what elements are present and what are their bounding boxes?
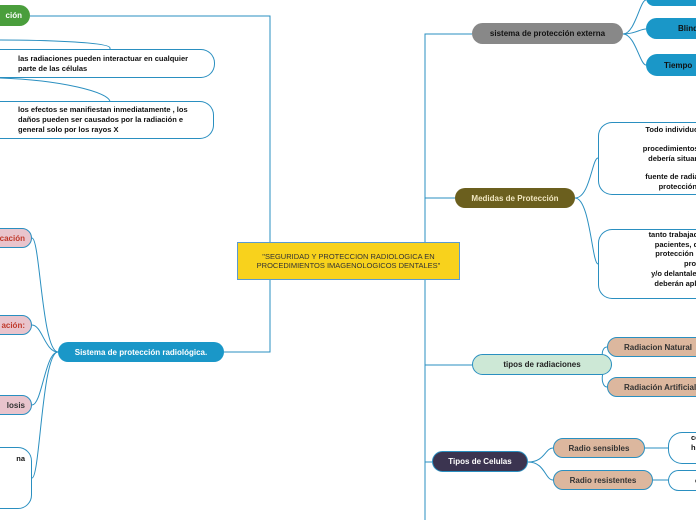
radiacion-natural-label: Radiacion Natural <box>624 342 693 352</box>
medidas-de-proteccion[interactable]: Medidas de Protección <box>455 188 575 208</box>
sistema-proteccion-radiologica[interactable]: Sistema de protección radiológica. <box>58 342 224 362</box>
externa-child-tiempo[interactable]: Tiempo <box>646 54 696 76</box>
radio-resistentes[interactable]: Radio resistentes <box>553 470 653 490</box>
left-top-child-1-text: las radiaciones pueden interactuar en cu… <box>18 53 189 73</box>
medidas-label: Medidas de Protección <box>471 193 559 203</box>
connector-top-child-2 <box>0 77 111 103</box>
connector-sistema-4 <box>31 351 59 479</box>
radiacion-artificial[interactable]: Radiación Artificial <box>607 377 696 397</box>
sistema-child-4[interactable]: na <box>0 447 32 509</box>
sensibles-detail-line-1: co <box>691 433 696 442</box>
radio-resistentes-label: Radio resistentes <box>569 475 637 485</box>
medidas-detail-2-line-3: protección radio <box>655 249 696 259</box>
tipos-radiaciones-label: tipos de radiaciones <box>503 360 581 369</box>
medidas-detail-2-line-2: pacientes, deber <box>654 239 696 249</box>
tiempo-label: Tiempo <box>664 60 693 70</box>
medidas-detail-2-line-4: protecto <box>684 259 696 269</box>
connector-celulas-2 <box>527 461 554 481</box>
externa-label: sistema de protección externa <box>489 29 606 38</box>
connector-left-trunk-top <box>30 15 271 262</box>
sistema-child-3-label: losis <box>6 400 25 410</box>
sistema-label: Sistema de protección radiológica. <box>74 347 208 357</box>
sistema-proteccion-externa[interactable]: sistema de protección externa <box>472 23 623 44</box>
medidas-detail-1-line-4: debería situarse al <box>648 153 696 163</box>
radio-sensibles[interactable]: Radio sensibles <box>553 438 645 458</box>
tipos-de-celulas[interactable]: Tipos de Celulas <box>432 451 528 472</box>
externa-child-blindaje[interactable]: Blindaje <box>646 18 696 39</box>
connector-externa-1 <box>622 0 647 35</box>
left-top-child-2[interactable]: los efectos se manifiestan inmediatament… <box>0 101 214 139</box>
sistema-child-1[interactable]: cación <box>0 228 32 248</box>
connector-medidas-1 <box>574 157 599 199</box>
root-topic-text: "SEGURIDAD Y PROTECCION RADIOLOGICA EN P… <box>256 251 441 270</box>
left-top-branch-label: ción <box>5 11 22 20</box>
sistema-child-3[interactable]: losis <box>0 395 32 415</box>
connector-celulas-1 <box>527 447 554 463</box>
medidas-detail-1[interactable]: Todo individuo que procedimientos con de… <box>598 122 696 195</box>
sistema-child-2[interactable]: ación: <box>0 315 32 335</box>
radio-sensibles-detail[interactable]: co h <box>668 432 696 464</box>
connector-externa-3 <box>622 33 647 66</box>
left-top-child-1[interactable]: las radiaciones pueden interactuar en cu… <box>0 49 215 78</box>
left-top-child-2-text: los efectos se manifiestan inmediatament… <box>18 105 188 134</box>
connector-medidas-2 <box>574 197 599 265</box>
connector-right-trunk <box>424 33 472 520</box>
tipos-celulas-label: Tipos de Celulas <box>448 457 512 466</box>
medidas-detail-2-line-5: y/o delantales plo <box>651 268 696 278</box>
sistema-child-2-label: ación: <box>1 320 25 330</box>
connector-sistema-3 <box>31 351 59 406</box>
connector-sistema-1 <box>31 237 59 353</box>
root-topic[interactable]: "SEGURIDAD Y PROTECCION RADIOLOGICA EN P… <box>237 242 460 280</box>
medidas-detail-2[interactable]: tanto trabajadores pacientes, deber prot… <box>598 229 696 299</box>
medidas-detail-2-line-1: tanto trabajadores <box>648 229 696 239</box>
tipos-de-radiaciones[interactable]: tipos de radiaciones <box>472 354 612 375</box>
connector-externa-2 <box>622 28 647 35</box>
left-top-branch[interactable]: ción <box>0 5 30 26</box>
radiacion-natural[interactable]: Radiacion Natural <box>607 337 696 357</box>
sensibles-detail-line-2: h <box>691 442 696 452</box>
sistema-child-4-label: na <box>16 454 25 463</box>
connector-sistema-2 <box>31 324 59 353</box>
externa-child-1[interactable] <box>646 0 696 6</box>
connector-top-child-1 <box>0 39 111 50</box>
medidas-detail-1-line-7: protección sien <box>658 182 696 192</box>
radio-sensibles-label: Radio sensibles <box>568 443 630 453</box>
radio-resistentes-detail[interactable]: c <box>668 470 696 491</box>
medidas-detail-2-line-6: deberán aplicars <box>654 278 696 288</box>
medidas-detail-1-line-3: procedimientos con <box>642 143 696 153</box>
medidas-detail-1-line-6: fuente de radiación <box>645 172 696 182</box>
radiacion-artificial-label: Radiación Artificial <box>624 382 696 392</box>
sistema-child-1-label: cación <box>0 233 25 243</box>
blindaje-label: Blindaje <box>678 24 696 33</box>
medidas-detail-1-line-1: Todo individuo que <box>645 125 696 135</box>
